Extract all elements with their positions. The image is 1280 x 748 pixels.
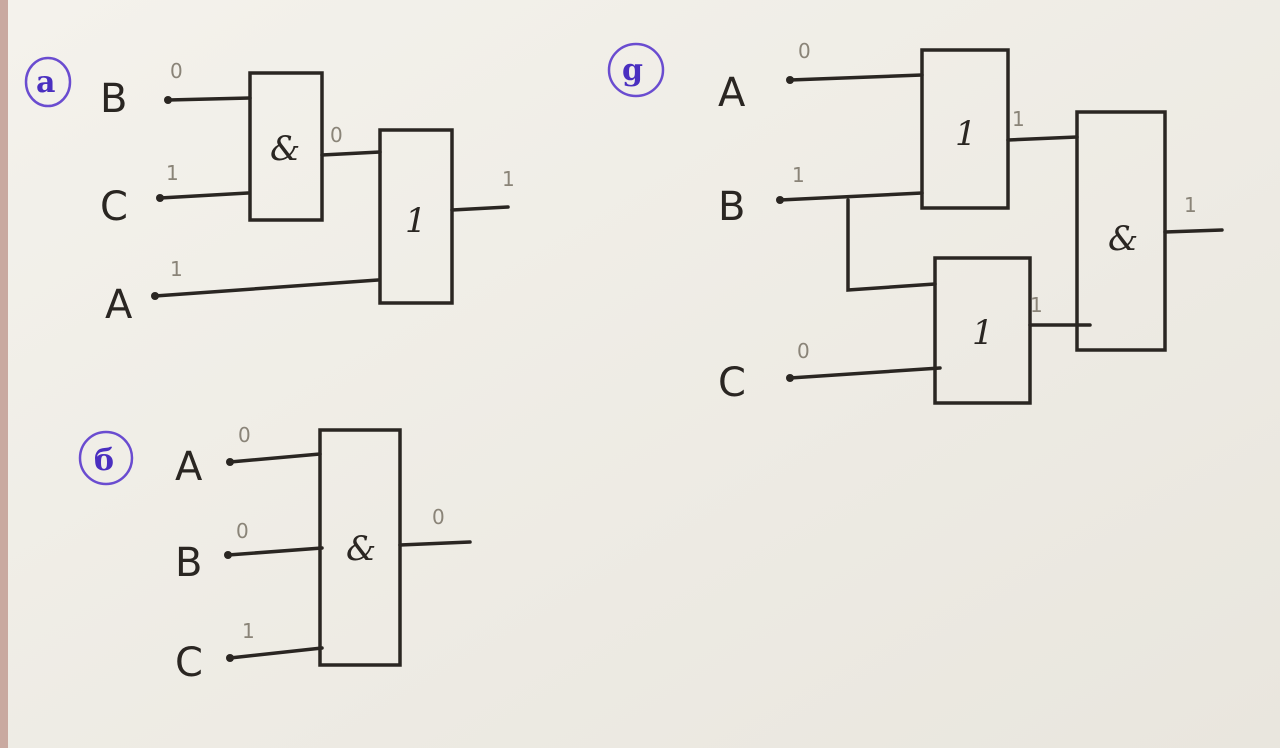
value-or2-out: 1 bbox=[1030, 293, 1043, 317]
value-or1-out: 1 bbox=[1012, 107, 1025, 131]
diagram-g: g A B C 1 1 & 0 1 0 1 1 1 bbox=[607, 39, 1224, 406]
or-gate-1-symbol: 1 bbox=[955, 114, 977, 154]
value-b: 0 bbox=[236, 519, 249, 543]
wires bbox=[778, 73, 1224, 380]
input-label-a: A bbox=[175, 444, 203, 490]
value-and-out: 1 bbox=[1184, 193, 1197, 217]
diagram-b: б A B C & 0 0 1 0 bbox=[78, 423, 472, 686]
and-gate-symbol: & bbox=[270, 129, 300, 169]
value-c: 1 bbox=[166, 161, 179, 185]
wires bbox=[226, 452, 472, 660]
value-or-out: 1 bbox=[502, 167, 515, 191]
diagram-tag-circle bbox=[24, 56, 72, 108]
input-label-c: C bbox=[100, 184, 128, 230]
and-gate bbox=[1075, 110, 1167, 352]
diagram-tag: g bbox=[622, 53, 643, 88]
diagram-tag-circle bbox=[78, 430, 134, 486]
input-label-b: B bbox=[100, 76, 127, 122]
value-and-out: 0 bbox=[330, 123, 343, 147]
value-b: 1 bbox=[792, 163, 805, 187]
or-gate-symbol: 1 bbox=[405, 201, 427, 241]
and-gate-symbol: & bbox=[1108, 219, 1138, 259]
or-gate-2-symbol: 1 bbox=[972, 313, 994, 353]
input-label-c: C bbox=[175, 640, 203, 686]
value-a: 0 bbox=[238, 423, 251, 447]
value-c: 1 bbox=[242, 619, 255, 643]
diagram-tag-circle bbox=[607, 42, 665, 98]
value-b: 0 bbox=[170, 59, 183, 83]
diagram-a: a B C A & 1 0 1 1 0 1 bbox=[24, 56, 515, 328]
and-gate bbox=[318, 428, 402, 667]
paper-edge bbox=[0, 0, 8, 748]
input-label-c: C bbox=[718, 360, 746, 406]
and-gate-symbol: & bbox=[346, 529, 376, 569]
wires bbox=[153, 96, 510, 298]
and-gate bbox=[248, 71, 324, 222]
input-label-a: A bbox=[105, 282, 133, 328]
diagram-tag: a bbox=[36, 65, 55, 100]
or-gate bbox=[378, 128, 454, 305]
input-label-b: B bbox=[175, 540, 202, 586]
value-a: 0 bbox=[798, 39, 811, 63]
input-label-b: B bbox=[718, 184, 745, 230]
value-and-out: 0 bbox=[432, 505, 445, 529]
or-gate-2 bbox=[933, 256, 1032, 405]
or-gate-1 bbox=[920, 48, 1010, 210]
input-label-a: A bbox=[718, 70, 746, 116]
value-a: 1 bbox=[170, 257, 183, 281]
value-c: 0 bbox=[797, 339, 810, 363]
diagram-tag: б bbox=[94, 443, 114, 478]
